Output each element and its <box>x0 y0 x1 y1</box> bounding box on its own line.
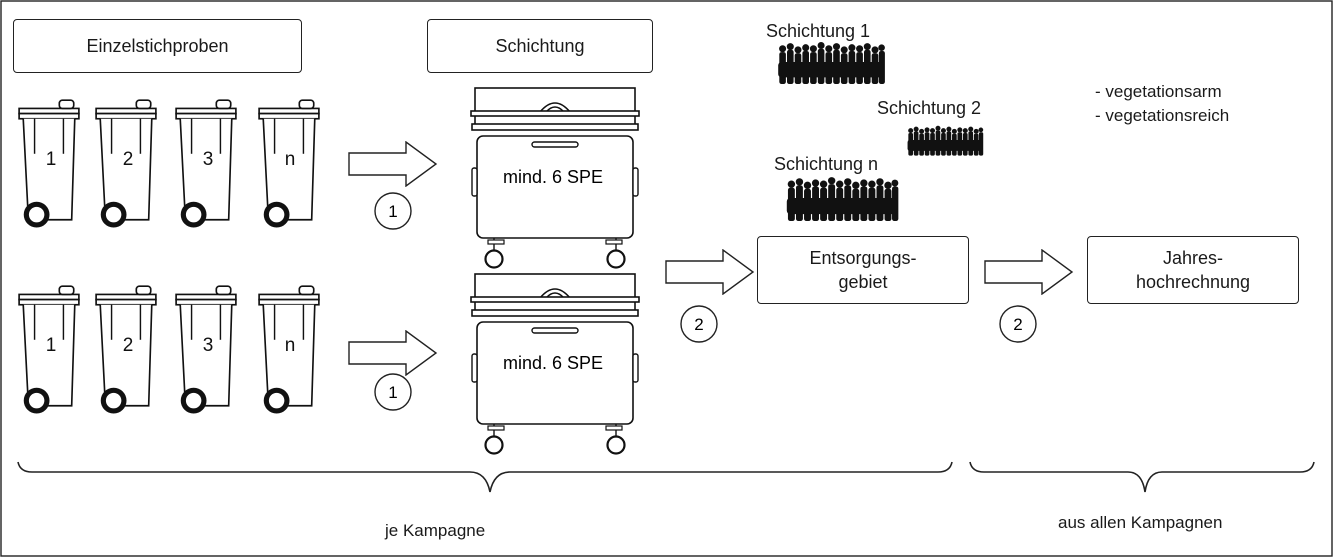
container-label: mind. 6 SPE <box>503 167 603 187</box>
crowd-stratum-n-icon <box>786 177 899 221</box>
bin-number: 2 <box>123 149 134 170</box>
jahreshochrechnung-label: Jahres- hochrechnung <box>1135 248 1251 292</box>
legend-item: - vegetationsarm <box>1095 82 1222 101</box>
bin-row-bottom <box>19 286 319 411</box>
bin-number: 3 <box>203 149 214 170</box>
arrow-step-1-bottom <box>348 330 437 376</box>
stratum-label-1: Schichtung 1 <box>766 21 871 41</box>
entsorgungsgebiet-label: Entsorgungs- gebiet <box>809 248 917 292</box>
bin-number: 1 <box>46 335 57 356</box>
bin-number: 3 <box>203 335 214 356</box>
schichtung-label: Schichtung <box>495 36 585 56</box>
bin-number: n <box>285 335 296 356</box>
arrow-step-1-top <box>348 141 437 187</box>
bin-number: n <box>285 149 296 170</box>
step-number: 2 <box>694 315 703 334</box>
step-badge <box>374 192 412 230</box>
crowd-stratum-1-icon <box>778 41 885 84</box>
einzelstichproben-label: Einzelstichproben <box>86 36 229 56</box>
schichtung-box: Schichtung <box>427 19 653 73</box>
bin-number: 1 <box>46 149 57 170</box>
arrow-step-2-left <box>665 249 754 295</box>
arrow-step-2-right <box>984 249 1073 295</box>
legend-item: - vegetationsreich <box>1095 106 1230 125</box>
brace-alle-kampagnen <box>969 461 1315 493</box>
entsorgungsgebiet-box: Entsorgungs- gebiet <box>757 236 969 304</box>
step-number: 1 <box>388 202 397 221</box>
crowd-stratum-2-icon <box>907 125 984 156</box>
bin-number: 2 <box>123 335 134 356</box>
stratum-label-2: Schichtung 2 <box>877 98 982 118</box>
einzelstichproben-box: Einzelstichproben <box>13 19 302 73</box>
step-badge <box>999 305 1037 343</box>
jahreshochrechnung-box: Jahres- hochrechnung <box>1087 236 1299 304</box>
step-badge <box>374 373 412 411</box>
step-number: 1 <box>388 383 397 402</box>
brace-je-kampagne <box>17 461 953 493</box>
bin-row-top <box>19 100 319 225</box>
stratum-label-n: Schichtung n <box>774 154 879 174</box>
step-number: 2 <box>1013 315 1022 334</box>
aus-allen-kampagnen-caption: aus allen Kampagnen <box>1058 513 1223 532</box>
je-kampagne-caption: je Kampagne <box>385 521 486 540</box>
step-badge <box>680 305 718 343</box>
container-label: mind. 6 SPE <box>503 353 603 373</box>
vegetation-legend: - vegetationsarm - vegetationsreich <box>1095 80 1229 128</box>
